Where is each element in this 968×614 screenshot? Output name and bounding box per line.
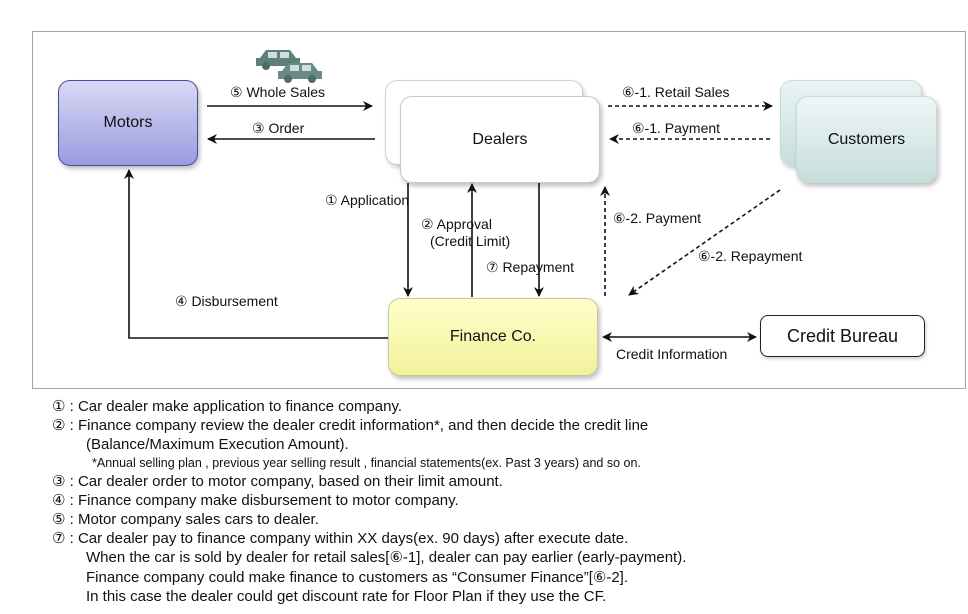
order-label: ③ Order — [252, 120, 305, 136]
note-2: ② : Finance company review the dealer cr… — [52, 417, 649, 435]
approval-label: ② Approval — [421, 216, 492, 232]
disbursement-arrow — [124, 169, 388, 339]
notes-list: ① : Car dealer make application to finan… — [52, 397, 962, 606]
note-7-cont-1: When the car is sold by dealer for retai… — [86, 549, 687, 567]
application-label: ① Application — [325, 192, 410, 208]
motors-node: Motors — [58, 80, 198, 166]
note-1: ① : Car dealer make application to finan… — [52, 398, 403, 415]
credit-limit-label: (Credit Limit) — [430, 233, 511, 249]
motors-label: Motors — [103, 114, 153, 131]
finance-label: Finance Co. — [449, 328, 537, 345]
retail-sales-label: ⑥-1. Retail Sales — [622, 84, 730, 100]
credit-bureau-node: Credit Bureau — [760, 315, 925, 357]
note-7-cont-3: In this case the dealer could get discou… — [86, 587, 607, 605]
note-2-footnote: *Annual selling plan , previous year sel… — [92, 455, 641, 470]
note-7: ⑦ : Car dealer pay to finance company wi… — [52, 530, 629, 548]
note-5: ⑤ : Motor company sales cars to dealer. — [52, 511, 319, 529]
cars-icon — [256, 50, 322, 83]
note-7-cont-2: Finance company could make finance to cu… — [86, 568, 629, 586]
note-4: ④ : Finance company make disbursement to… — [52, 491, 459, 509]
note-3: ③ : Car dealer order to motor company, b… — [52, 472, 503, 490]
repayment-62-label: ⑥-2. Repayment — [698, 248, 803, 264]
payment-62-label: ⑥-2. Payment — [613, 210, 702, 226]
payment-61-label: ⑥-1. Payment — [632, 120, 721, 136]
customers-node: Customers — [796, 96, 937, 183]
credit-bureau-label: Credit Bureau — [786, 325, 899, 346]
note-2-cont: (Balance/Maximum Execution Amount). — [86, 436, 349, 454]
disbursement-label: ④ Disbursement — [175, 293, 278, 309]
finance-node: Finance Co. — [388, 298, 598, 376]
whole-sales-label: ⑤ Whole Sales — [230, 84, 326, 100]
credit-info-label: Credit Information — [616, 346, 728, 362]
dealers-label: Dealers — [472, 130, 528, 148]
repayment-62-arrow — [628, 189, 781, 296]
repayment-7-label: ⑦ Repayment — [486, 259, 575, 275]
dealers-node: Dealers — [400, 96, 600, 183]
customers-label: Customers — [827, 130, 906, 148]
